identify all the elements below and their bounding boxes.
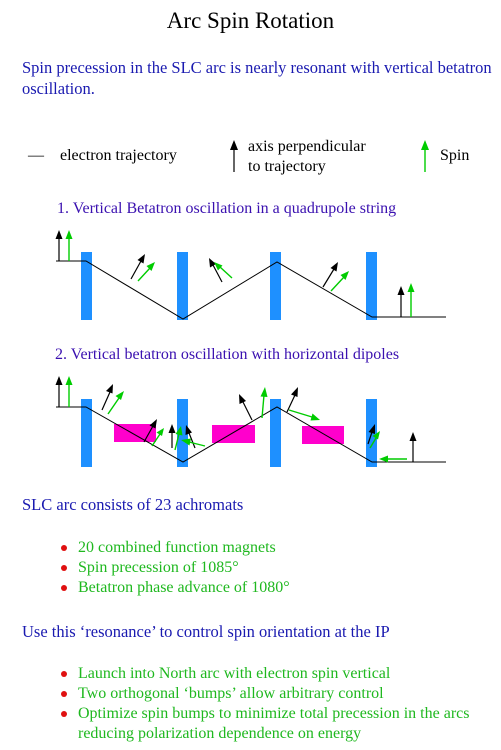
list-item: Betatron phase advance of 1080° [58, 578, 478, 598]
axis-arrow-icon [286, 387, 298, 413]
axis-arrow-icon [185, 425, 196, 449]
legend-axis-label-line2: to trajectory [248, 158, 326, 175]
intro-text: Spin precession in the SLC arc is nearly… [22, 58, 492, 98]
spin-arrow-icon [407, 283, 415, 317]
axis-arrow-icon [322, 262, 338, 288]
axis-arrow-icon [367, 424, 375, 445]
quadrupole-magnet [81, 399, 92, 467]
diagram1-arrows [55, 230, 415, 317]
spin-arrow-icon [330, 271, 349, 292]
axis-arrow-icon [101, 384, 113, 411]
axis-arrow-icon [397, 286, 405, 317]
axis-arrow-icon [130, 254, 145, 280]
diagram1-quads [81, 252, 377, 320]
diagram2-quadrupoles-with-dipoles [55, 376, 446, 467]
bullet-dot-icon [61, 691, 67, 697]
legend-axis-arrow-icon [230, 140, 238, 172]
spin-arrow-icon [260, 387, 268, 419]
spin-arrow-icon [137, 262, 155, 282]
list-item: Spin precession of 1085° [58, 558, 478, 578]
legend-axis-label-line1: axis perpendicular [248, 138, 366, 155]
section1-heading: SLC arc consists of 23 achromats [22, 495, 244, 514]
section2-bullet-list: Launch into North arc with electron spin… [58, 664, 478, 744]
axis-arrow-icon [209, 258, 223, 283]
diagram2-arrows [55, 376, 417, 463]
legend-spin-arrow-icon [421, 140, 429, 172]
legend-spin-label: Spin [440, 147, 470, 164]
spin-arrow-icon [214, 262, 233, 279]
quadrupole-magnet [270, 399, 281, 467]
section2-heading: Use this ‘resonance’ to control spin ori… [22, 622, 390, 641]
axis-arrow-icon [239, 394, 253, 421]
spin-arrow-icon [369, 431, 380, 449]
quadrupole-magnet [366, 252, 377, 320]
spin-arrow-icon [107, 391, 124, 415]
axis-arrow-icon [55, 376, 63, 407]
dipole-magnet [302, 426, 344, 444]
axis-arrow-icon [409, 432, 417, 462]
legend-trajectory-symbol: — [28, 147, 44, 164]
spin-arrow-icon [181, 438, 206, 447]
axis-arrow-icon [143, 419, 157, 443]
legend-trajectory-label: electron trajectory [60, 147, 177, 164]
page-title: Arc Spin Rotation [166, 8, 335, 33]
axis-arrow-icon [168, 424, 176, 448]
bullet-dot-icon [61, 711, 67, 717]
quadrupole-magnet [177, 399, 188, 467]
quadrupole-magnet [270, 252, 281, 320]
spin-arrow-icon [379, 455, 407, 463]
spin-arrow-icon [151, 428, 164, 447]
quadrupole-magnet [81, 252, 92, 320]
dipole-magnet [212, 425, 255, 443]
quadrupole-magnet [177, 252, 188, 320]
spin-arrow-icon [65, 376, 73, 407]
bullet-dot-icon [61, 545, 67, 551]
list-item: Launch into North arc with electron spin… [58, 664, 478, 684]
axis-arrow-icon [55, 230, 63, 261]
electron-trajectory [56, 260, 446, 320]
spin-arrow-icon [288, 409, 320, 421]
bullet-dot-icon [61, 671, 67, 677]
list-item: Two orthogonal ‘bumps’ allow arbitrary c… [58, 684, 478, 704]
list-item: Optimize spin bumps to minimize total pr… [58, 704, 478, 744]
spin-arrow-icon [174, 426, 183, 451]
diagram2-caption: 2. Vertical betatron oscillation with ho… [55, 346, 400, 363]
section1-bullet-list: 20 combined function magnets Spin preces… [58, 538, 478, 598]
list-item: 20 combined function magnets [58, 538, 478, 558]
spin-arrow-icon [65, 230, 73, 261]
bullet-dot-icon [61, 565, 67, 571]
diagram1-caption: 1. Vertical Betatron oscillation in a qu… [57, 200, 397, 217]
diagram1-quadrupole-string [55, 230, 446, 320]
bullet-dot-icon [61, 585, 67, 591]
electron-trajectory [56, 406, 446, 463]
